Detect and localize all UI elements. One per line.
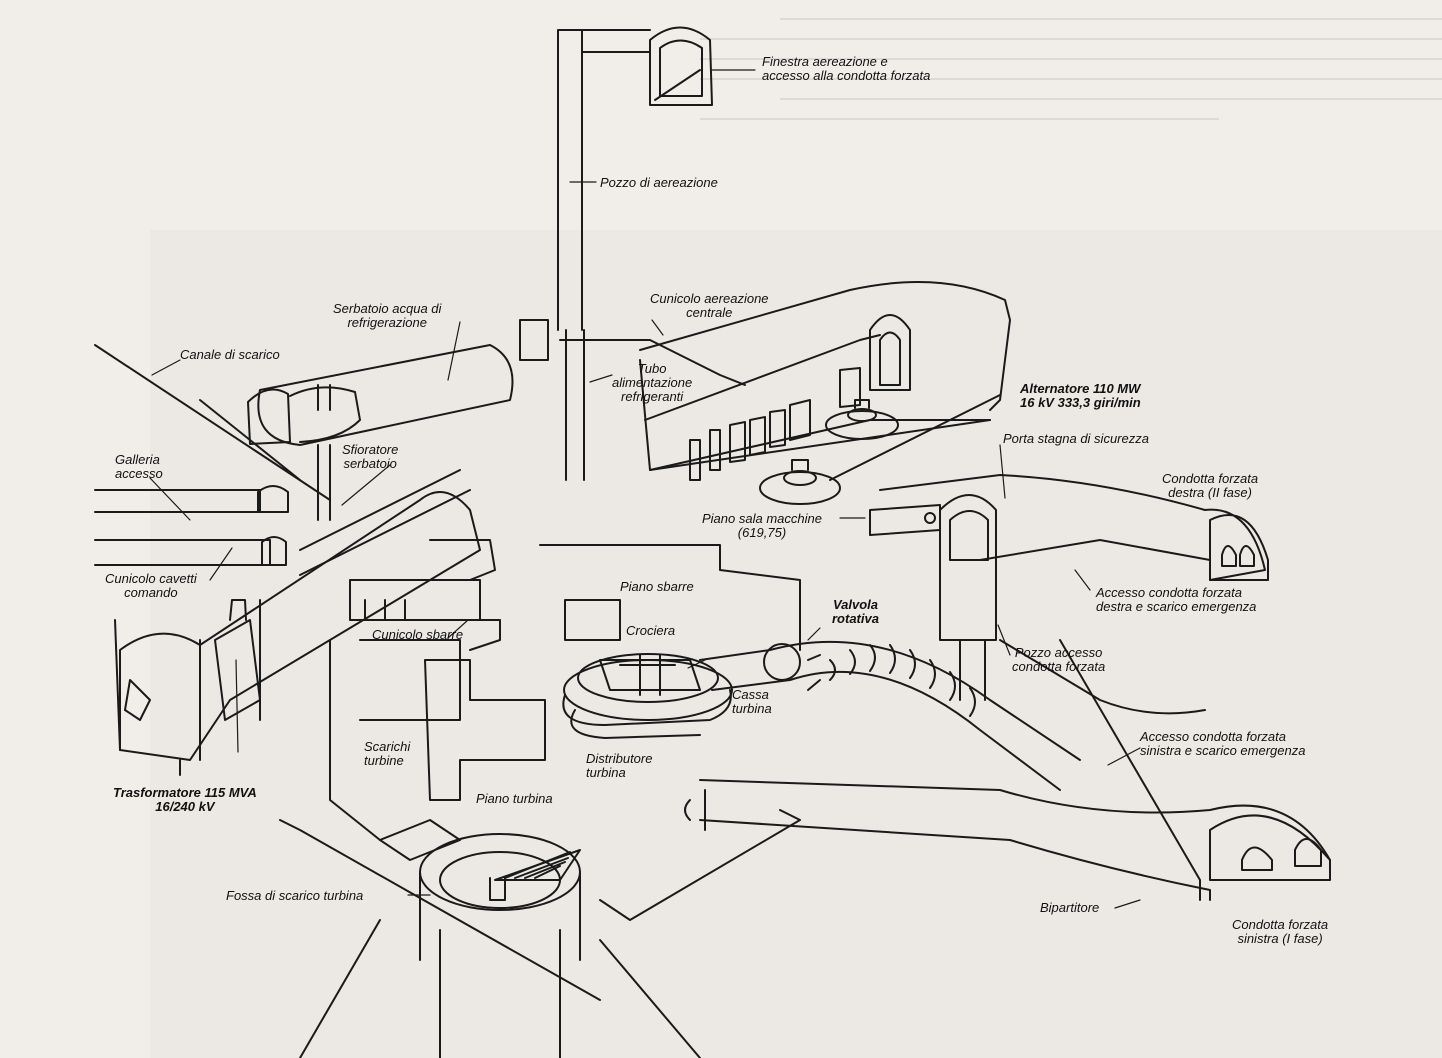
bifurcation [684, 474, 1331, 901]
label-pozzo-accesso: Pozzo accesso condotta forzata [1012, 645, 1106, 674]
transformer-hall [114, 469, 481, 776]
busbar-level [329, 539, 801, 841]
label-cunicolo-sbarre: Cunicolo sbarre [372, 627, 464, 642]
label-crociera: Crociera [626, 623, 676, 638]
label-condotta-destra: Condotta forzata destra (II fase) [1162, 471, 1259, 500]
label-tubo-alimentazione: Tubo alimentazione refrigeranti [612, 361, 693, 404]
cooling-tank [247, 344, 514, 521]
label-piano-turbina: Piano turbina [476, 791, 553, 806]
label-alternatore: Alternatore 110 MW 16 kV 333,3 giri/min [1020, 381, 1141, 410]
leader-lines [149, 69, 1141, 909]
label-trasformatore: Trasformatore 115 MVA 16/240 kV [113, 785, 257, 814]
ventilation-shaft [519, 26, 746, 481]
label-pozzo-aereazione: Pozzo di aereazione [600, 175, 718, 190]
label-galleria-accesso: Galleria accesso [115, 452, 163, 481]
label-piano-sala: Piano sala macchine (619,75) [702, 511, 822, 540]
label-distributore: Distributore turbina [586, 751, 653, 780]
label-canale-scarico: Canale di scarico [180, 347, 280, 362]
label-sfioratore: Sfioratore serbatoio [342, 442, 399, 471]
label-cunicolo-cavetti: Cunicolo cavetti comando [105, 571, 197, 600]
discharge-pit [299, 819, 701, 1058]
alternators [759, 394, 1001, 505]
label-bipartitore: Bipartitore [1040, 900, 1100, 915]
penstock [699, 640, 1081, 791]
label-fossa: Fossa di scarico turbina [226, 888, 364, 903]
label-porta-stagna: Porta stagna di sicurezza [1003, 431, 1149, 446]
floor-outlines [279, 639, 1201, 1001]
access-shaft [869, 494, 997, 701]
label-cassa-turbina: Cassa turbina [732, 687, 772, 716]
label-finestra: Finestra aereazione e accesso alla condo… [762, 54, 931, 83]
turbine [562, 653, 733, 739]
label-scarichi-turbine: Scarichi turbine [364, 739, 411, 768]
label-accesso-sinistra: Accesso condotta forzata sinistra e scar… [1140, 729, 1306, 758]
label-cunicolo-aereazione: Cunicolo aereazione centrale [650, 291, 769, 320]
label-piano-sbarre: Piano sbarre [620, 579, 694, 594]
label-valvola: Valvola rotativa [832, 597, 879, 626]
access-gallery [94, 344, 331, 566]
label-accesso-destra: Accesso condotta forzata destra e scaric… [1096, 585, 1257, 614]
label-condotta-sinistra: Condotta forzata sinistra (I fase) [1232, 917, 1329, 946]
bleed-through-text [700, 0, 1442, 170]
label-serbatoio: Serbatoio acqua di refrigerazione [333, 301, 442, 330]
